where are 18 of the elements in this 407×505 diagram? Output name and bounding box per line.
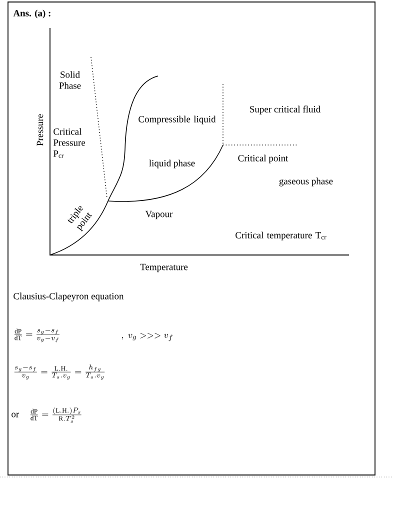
region-label: Compressible liquid	[138, 116, 216, 124]
equation: $\frac{\mathrm{dP}}{\mathrm{dT}}=\frac{s_g-s_f}{v_g-v_f}$	[14, 328, 60, 342]
equation: $\frac{\mathrm{dP}}{\mathrm{dT}}=\frac{(\mathrm{L.H.})P_s}{\mathrm{R}.T_s^2}$	[30, 407, 82, 423]
axis-title: Pressure	[36, 114, 44, 146]
condition: $,\; v_g >>> v_f$	[122, 332, 172, 342]
equation-text: or	[12, 412, 20, 418]
point-label: Critical point	[238, 154, 288, 164]
region-label: liquid phase	[149, 160, 195, 168]
region-label: gaseous phase	[279, 178, 333, 186]
axis-title: Temperature	[140, 264, 188, 272]
answer-heading: Ans. (a) :	[13, 10, 50, 18]
axis-annotation: Critical temperature T$_{cr}$	[236, 232, 326, 240]
equation: $\frac{s_g-s_f}{v_g}=\frac{\mathrm{L.H.}}{T_s.v_g}=\frac{h_{fg}}{T_s.v_g}$	[14, 364, 105, 380]
region-label: Super critical fluid	[250, 106, 321, 114]
region-label: Solid Phase	[59, 71, 81, 89]
equation-title: Clausius-Clapeyron equation	[14, 292, 124, 302]
region-label: Vapour	[145, 210, 173, 220]
axis-annotation: Critical Pressure P$_{cr}$	[53, 128, 86, 158]
